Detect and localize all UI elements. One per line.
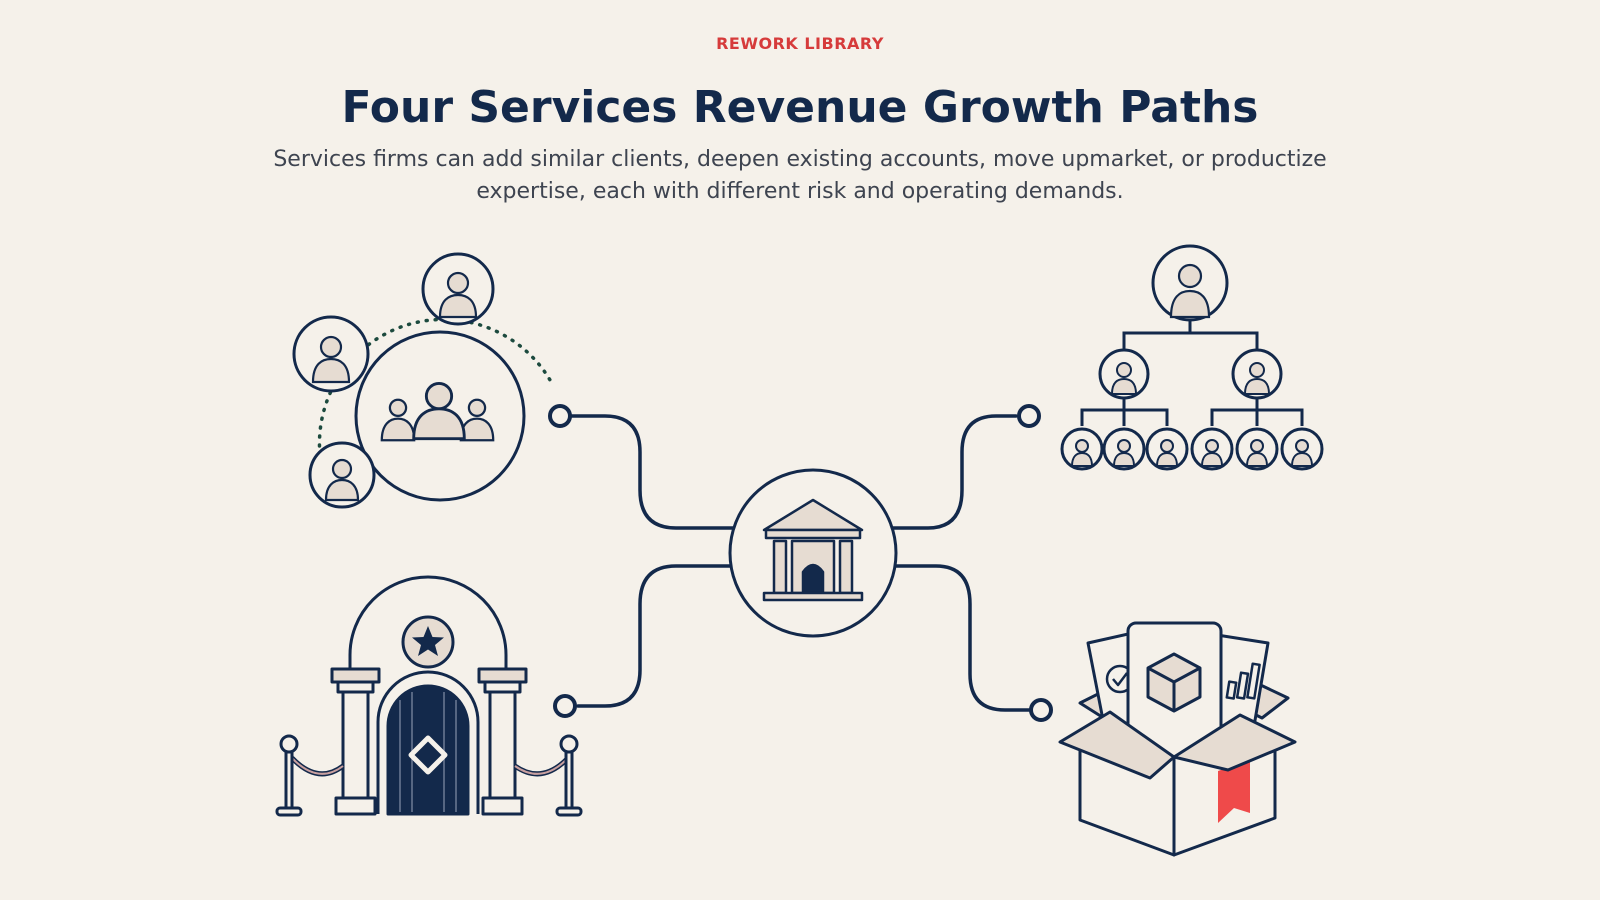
- bank-building-icon: [728, 468, 898, 638]
- endpoint-top-left: [548, 404, 572, 428]
- connector-lines: [568, 414, 1032, 712]
- team-member-avatars: [1060, 427, 1324, 471]
- endpoint-bottom-left: [553, 694, 577, 718]
- bookmark-ribbon: [1218, 760, 1250, 823]
- page-title: Four Services Revenue Growth Paths: [341, 82, 1259, 133]
- product-box-icon: [1058, 621, 1297, 857]
- connector-bottom-left: [576, 564, 735, 708]
- cube-icon: [1146, 652, 1202, 713]
- connector-endpoints: [548, 404, 1053, 722]
- endpoint-bottom-right: [1029, 698, 1053, 722]
- rope-stanchions: [275, 734, 583, 817]
- endpoint-top-right: [1017, 404, 1041, 428]
- client-group-icon: [292, 252, 552, 509]
- premium-entrance-icon: [275, 575, 583, 817]
- door: [386, 684, 470, 816]
- diamond-emblem: [408, 735, 448, 775]
- mid-level-avatars: [1098, 348, 1283, 400]
- satellite-client-avatars: [292, 252, 495, 509]
- connector-top-right: [891, 414, 1018, 530]
- connector-bottom-right: [891, 564, 1032, 712]
- page-subtitle: Services firms can add similar clients, …: [273, 147, 1327, 204]
- connector-top-left: [568, 414, 735, 530]
- star-icon: [412, 626, 444, 656]
- kicker-label: REWORK LIBRARY: [716, 34, 884, 53]
- org-hierarchy-icon: [1060, 244, 1324, 471]
